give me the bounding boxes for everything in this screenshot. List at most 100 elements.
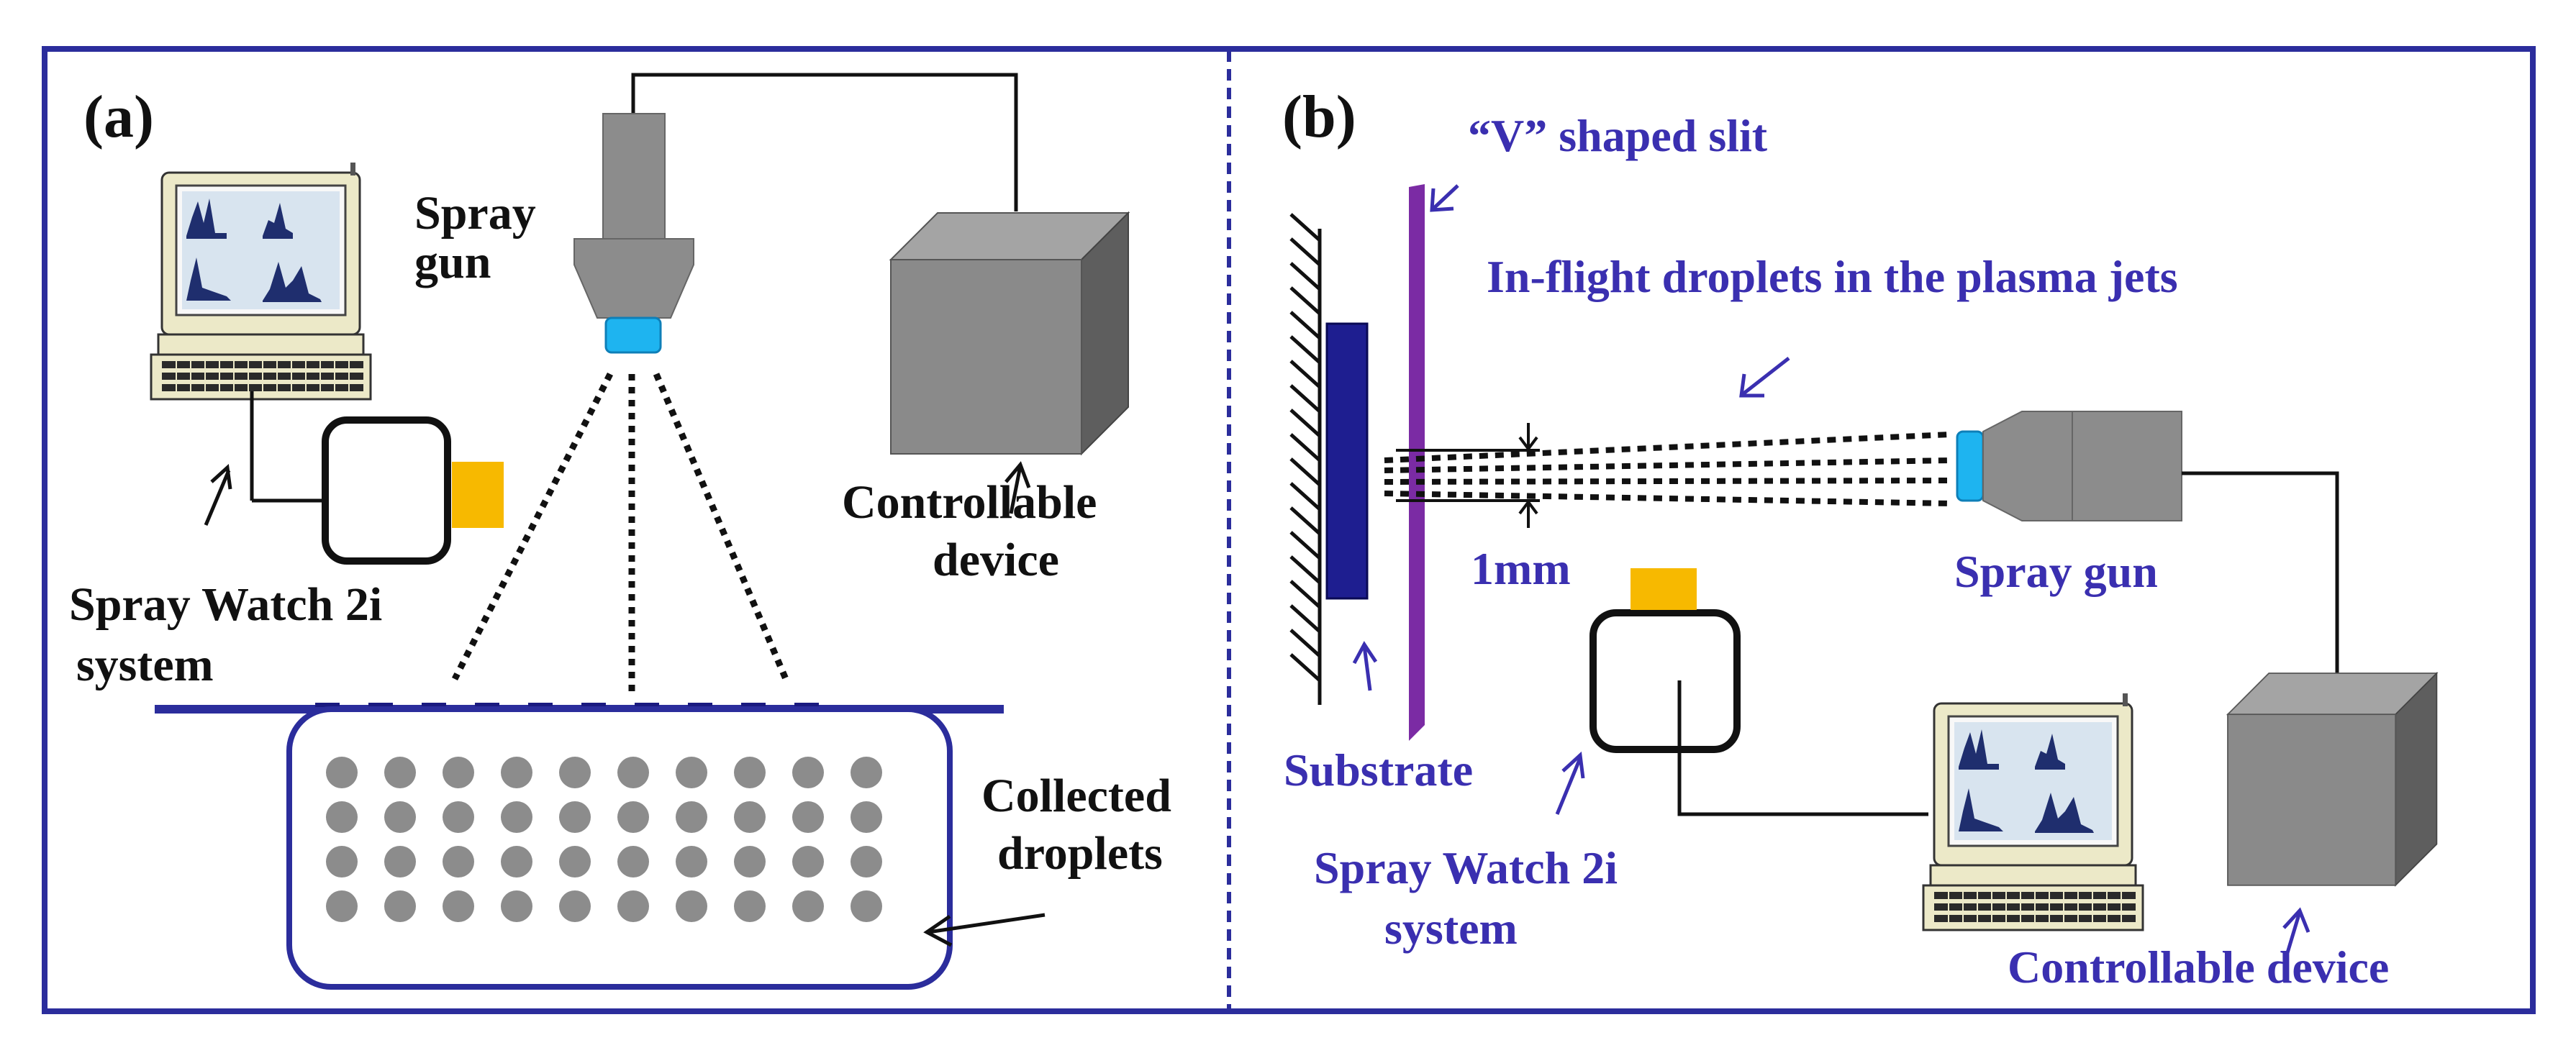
droplet-grid: [326, 757, 882, 922]
droplet-dot: [792, 801, 824, 833]
v-slit: [1409, 184, 1425, 741]
wall-hatch: [1289, 482, 1321, 511]
droplet-dot: [559, 757, 591, 788]
slit-arrow: [1432, 184, 1459, 210]
gun-device-wire-b: [2182, 471, 2339, 735]
gun-device-wire: [631, 73, 1018, 211]
camera-arrow-a: [204, 470, 231, 526]
camera-lens-a: [452, 462, 504, 528]
droplet-dot: [617, 757, 649, 788]
camera-arrow-b: [1555, 757, 1582, 815]
wall-hatch: [1289, 457, 1321, 486]
spraywatch-camera-icon-b: [1589, 609, 1741, 753]
wall-hatch: [1289, 580, 1321, 608]
device-label-a1: Controllable: [842, 476, 1097, 529]
wall-hatch: [1289, 629, 1321, 657]
spray-gun-icon: [573, 113, 694, 354]
wall-hatch: [1289, 409, 1321, 437]
droplet-dot: [851, 890, 882, 922]
controllable-device-box-icon: [890, 212, 1129, 455]
wall-hatch: [1289, 286, 1321, 315]
controllable-device-box-icon-b: [2227, 673, 2438, 886]
droplet-dot: [617, 890, 649, 922]
substrate-arrow: [1362, 645, 1372, 691]
collected-label-1: Collected: [981, 770, 1171, 822]
spray-gun-label-a1: Spray: [414, 187, 536, 240]
wall-hatch: [1289, 604, 1321, 633]
inflight-label: In-flight droplets in the plasma jets: [1487, 251, 2178, 302]
droplet-dot: [792, 757, 824, 788]
wall-hatch: [1289, 360, 1321, 388]
droplet-dot: [792, 890, 824, 922]
droplet-dot: [501, 757, 532, 788]
droplet-dot: [501, 846, 532, 878]
droplet-dot: [326, 890, 358, 922]
collected-label-2: droplets: [997, 827, 1163, 880]
droplet-dot: [501, 801, 532, 833]
droplet-dot: [443, 890, 474, 922]
wall-hatch: [1289, 384, 1321, 413]
droplet-dot: [443, 757, 474, 788]
wall-hatch: [1289, 311, 1321, 339]
collected-droplets-box: [286, 706, 953, 990]
outer-frame: [42, 46, 2536, 1014]
wall-hatch: [1289, 653, 1321, 682]
droplet-dot: [676, 801, 707, 833]
gap-label: 1mm: [1471, 543, 1571, 594]
droplet-dot: [384, 801, 416, 833]
droplet-dot: [559, 801, 591, 833]
wall-hatch: [1289, 433, 1321, 462]
droplets-arrow: [928, 913, 1046, 934]
substrate-label: Substrate: [1284, 744, 1473, 796]
droplet-dot: [676, 757, 707, 788]
droplet-dot: [559, 890, 591, 922]
computer-monitor-icon-b: [1922, 692, 2144, 931]
droplet-dot: [851, 846, 882, 878]
wall-hatch: [1289, 213, 1321, 242]
droplet-dot: [384, 846, 416, 878]
slit-label: “V” shaped slit: [1468, 110, 1768, 161]
spray-watch-label-a2: system: [76, 639, 214, 691]
droplet-dot: [326, 846, 358, 878]
spray-gun-label-a2: gun: [414, 236, 491, 288]
computer-monitor-icon: [150, 161, 372, 401]
droplet-dot: [851, 757, 882, 788]
droplet-dot: [734, 890, 766, 922]
droplet-dot: [734, 801, 766, 833]
device-arrow-a: [1009, 465, 1022, 514]
spraywatch-camera-icon: [322, 416, 451, 565]
spray-gun-icon-b: [1956, 411, 2182, 521]
device-arrow-b: [2285, 911, 2302, 956]
droplet-dot: [676, 890, 707, 922]
spray-gun-label-b: Spray gun: [1954, 546, 2158, 597]
wall-hatches: [1289, 213, 1321, 682]
substrate-block: [1325, 322, 1369, 600]
wall-hatch: [1289, 237, 1321, 266]
droplet-dot: [734, 846, 766, 878]
inflight-arrow: [1741, 357, 1790, 396]
device-label-b: Controllable device: [2008, 942, 2389, 993]
droplet-dot: [384, 890, 416, 922]
droplet-dot: [792, 846, 824, 878]
droplet-dot: [617, 846, 649, 878]
spray-cone: [451, 372, 789, 698]
panel-b: (b) “V” shaped slit In-flight droplets i…: [1282, 83, 2438, 993]
spray-watch-label-a1: Spray Watch 2i: [69, 578, 382, 631]
droplet-dot: [443, 846, 474, 878]
droplet-dot: [617, 801, 649, 833]
wall-hatch: [1289, 335, 1321, 364]
device-label-a2: device: [933, 534, 1059, 586]
spray-watch-label-b2: system: [1384, 903, 1518, 954]
panel-b-tag: (b): [1282, 83, 1356, 150]
droplet-dot: [326, 801, 358, 833]
wall-hatch: [1289, 555, 1321, 584]
droplet-dot: [851, 801, 882, 833]
droplet-dot: [384, 757, 416, 788]
droplet-dot: [443, 801, 474, 833]
panel-a: (a) Spray gun Controllable device: [69, 73, 1171, 990]
spray-watch-label-b1: Spray Watch 2i: [1314, 842, 1618, 893]
panel-a-tag: (a): [83, 83, 154, 150]
droplet-dot: [559, 846, 591, 878]
camera-lens-b: [1631, 568, 1697, 610]
